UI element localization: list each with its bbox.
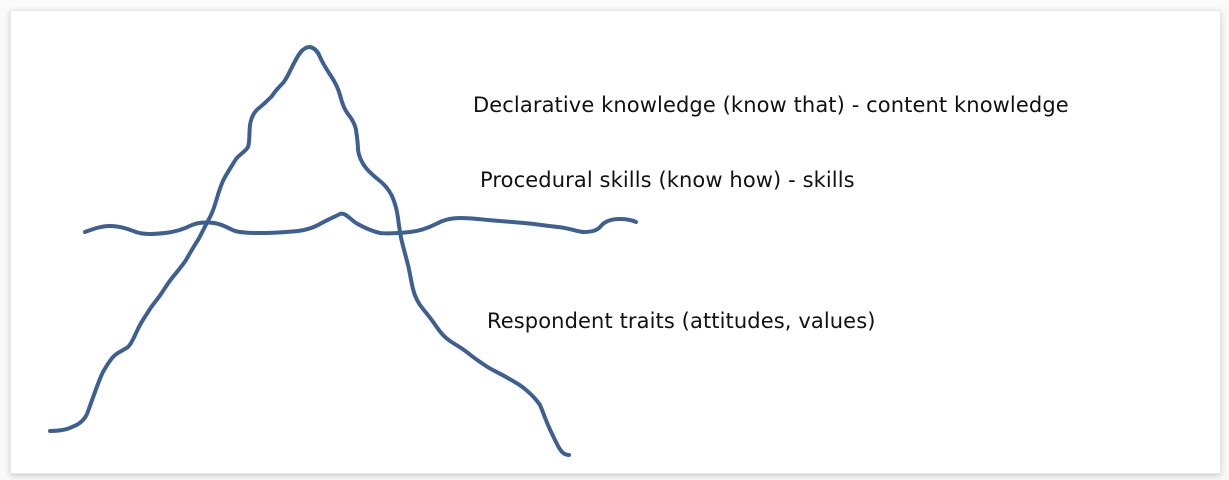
label-declarative-knowledge: Declarative knowledge (know that) - cont… — [473, 93, 1069, 117]
iceberg-outline — [48, 45, 571, 457]
diagram-card — [10, 10, 1221, 474]
label-procedural-skills: Procedural skills (know how) - skills — [480, 168, 855, 192]
waterline — [83, 211, 638, 236]
label-respondent-traits: Respondent traits (attitudes, values) — [487, 309, 876, 333]
